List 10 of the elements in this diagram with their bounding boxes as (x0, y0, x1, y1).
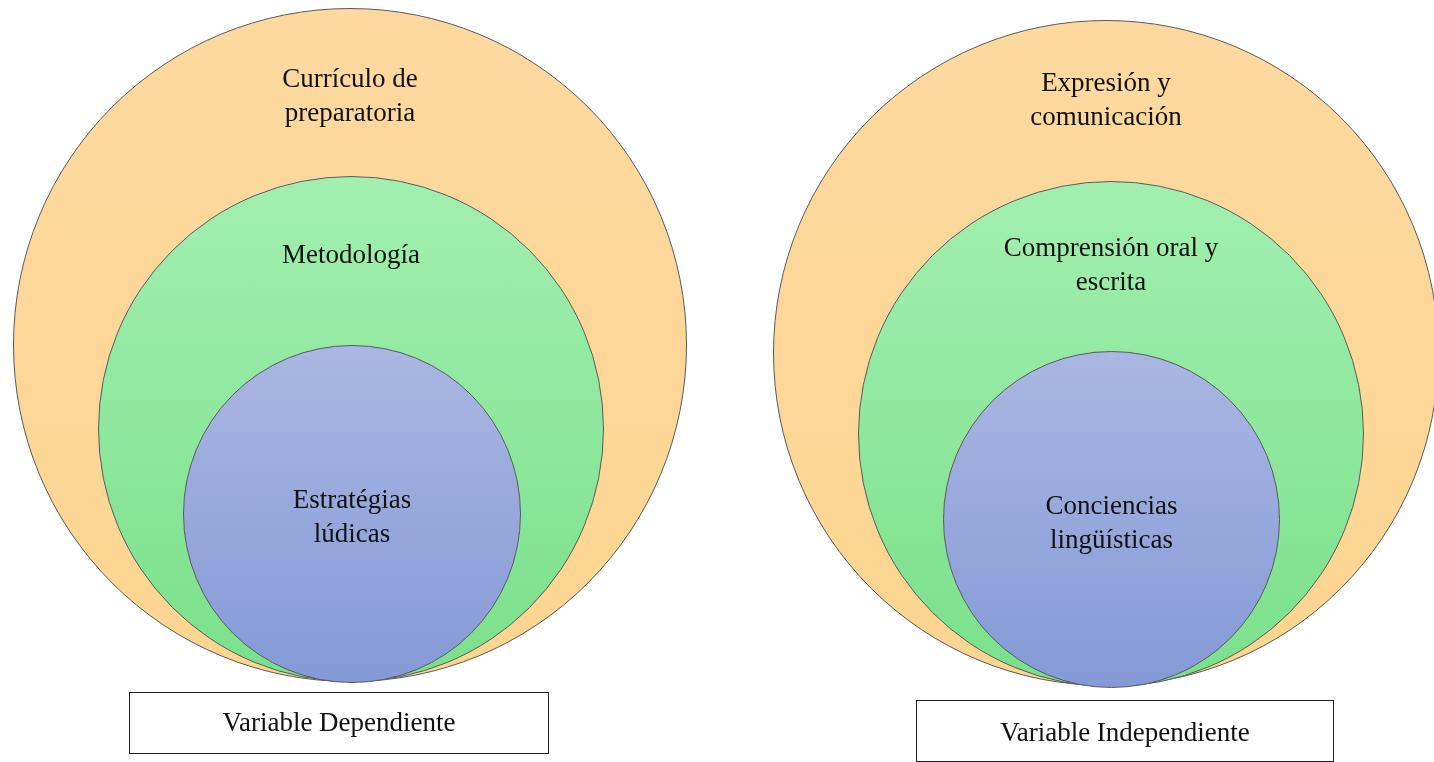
label-box (916, 700, 1334, 762)
variable-label: Variable Independiente (999, 716, 1251, 749)
label-box (129, 692, 549, 754)
circle-label: Conciencias lingüísticas (1044, 489, 1179, 556)
circle-label: Estratégias lúdicas (291, 483, 413, 550)
circle-label: Metodología (281, 238, 421, 271)
variable-label: Variable Dependiente (221, 706, 457, 739)
circle-label: Comprensión oral y escrita (1002, 231, 1220, 298)
circle-label: Expresión y comunicación (1029, 66, 1183, 133)
circle-label: Currículo de preparatoria (281, 62, 419, 129)
